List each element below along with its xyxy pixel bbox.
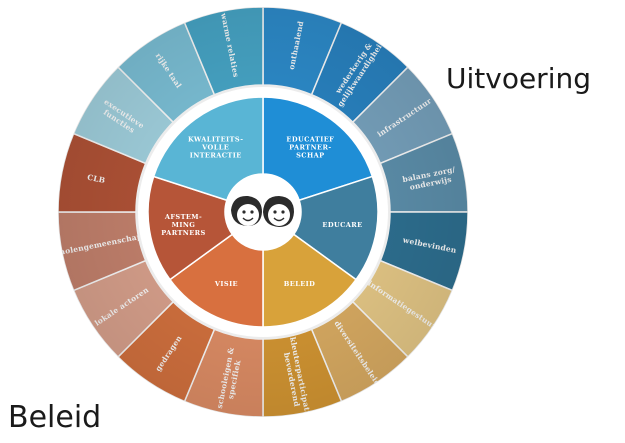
uitvoering-label: Uitvoering: [446, 62, 591, 95]
inner-label-educare: EDUCARE: [322, 221, 362, 229]
center-faces: [225, 174, 301, 250]
inner-label-beleid: BELEID: [284, 280, 315, 288]
inner-label-visie: VISIE: [214, 280, 238, 288]
beleid-label: Beleid: [8, 400, 102, 435]
two-smiling-faces-icon: [231, 195, 294, 227]
